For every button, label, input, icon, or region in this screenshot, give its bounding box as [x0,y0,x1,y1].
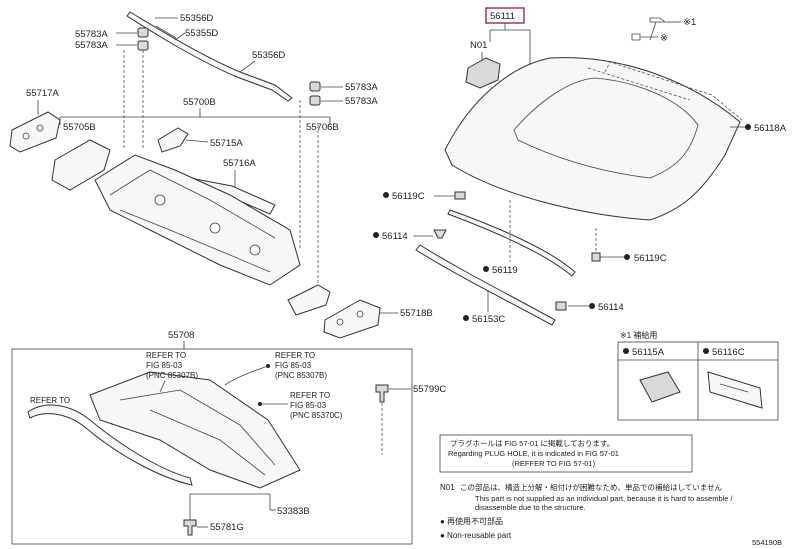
label-N01: N01 [470,40,487,51]
part-cowl-top-panel [94,154,301,286]
part-56153C-moulding [415,244,556,326]
part-55715A-clip [157,127,189,153]
label-55356D: 55356D [180,13,213,24]
ref1-line3[interactable]: (PNC 85307B) [146,371,198,380]
label-55799C: 55799C [413,384,446,395]
legend-56116C-image [707,371,763,409]
footnote-n01-en1: This part is not supplied as an individu… [475,494,734,503]
figure-code: 554190B [752,538,782,547]
footnote-n01-en2: disassemble due to the structure. [475,503,585,512]
part-N01-bracket [465,57,501,89]
label-55783A-2: 55783A [75,40,108,51]
part-56119-moulding [447,209,576,277]
ref3-line1[interactable]: REFER TO [30,396,70,405]
label-55356D-b: 55356D [252,50,285,61]
ref1-line1[interactable]: REFER TO [146,351,186,360]
label-56119C-1: 56119C [392,191,425,202]
label-55705B: 55705B [63,122,96,133]
label-55715A: 55715A [210,138,243,149]
label-56119C-2: 56119C [634,253,667,264]
part-56111-windshield [444,57,743,221]
label-56118A: 56118A [754,123,787,134]
note-line2: Regarding PLUG HOLE, it is indicated in … [448,449,619,458]
label-56114-1: 56114 [382,231,408,242]
footnote-n01-jp: この部品は、構造上分解・組付けが困難なため、単品での補給はしていません [460,482,723,492]
legend-56115A-image [639,371,681,403]
clip-55783A-upper-left [137,27,149,51]
label-56114-2: 56114 [598,302,624,313]
footnote-n01-key: N01 [440,483,455,492]
label-55783A-1: 55783A [75,29,108,40]
label-55717A: 55717A [26,88,59,99]
part-55705B-bracket [51,139,111,191]
label-55718B: 55718B [400,308,433,319]
ref3-line3[interactable]: (PNC 85370C) [290,411,343,420]
footnote-bullet-en: ● Non-reusable part [440,531,512,540]
label-55783A-4: 55783A [345,96,378,107]
part-55717A-bracket [9,111,61,153]
star-marker: ※ [660,33,668,44]
part-55799C-clip [375,384,389,403]
plug-hole-note-box [439,434,693,473]
label-55783A-3: 55783A [345,82,378,93]
label-56119: 56119 [492,265,518,276]
box-55708-group [11,348,413,545]
part-55708-louver [27,371,301,489]
clip-55783A-right [309,81,321,106]
label-55700B: 55700B [183,97,216,108]
ref3-line2[interactable]: FIG 85-03 [290,401,327,410]
part-55718B-bracket [287,284,381,339]
note-line3[interactable]: (REFFER TO FIG 57-01) [512,459,596,468]
legend-56115A: 56115A [632,347,665,358]
ref2-line2[interactable]: FIG 85-03 [275,361,312,370]
ref2-line1[interactable]: REFER TO [275,351,315,360]
label-55706B: 55706B [306,122,339,133]
footnote-bullet-jp: ● 再使用不可部品 [440,516,503,526]
label-56153C: 56153C [472,314,505,325]
ref1-line2[interactable]: FIG 85-03 [146,361,183,370]
label-55708: 55708 [168,330,194,341]
label-55716A: 55716A [223,158,256,169]
note-line1: プラグホールは FIG 57-01 に掲載しております。 [450,438,614,448]
label-55355D: 55355D [185,28,218,39]
label-55781G: 55781G [210,522,244,533]
cowl-rubber-strips [126,11,293,102]
legend-56116C: 56116C [712,347,745,358]
star1-marker: ※1 [683,17,696,28]
ref3-line1b[interactable]: REFER TO [290,391,330,400]
legend-title: ※1 補給用 [620,330,657,340]
label-53383B: 53383B [277,506,310,517]
ref2-line3[interactable]: (PNC 85307B) [275,371,327,380]
part-55781G-clip [183,519,197,536]
label-56111[interactable]: 56111 [490,11,515,22]
